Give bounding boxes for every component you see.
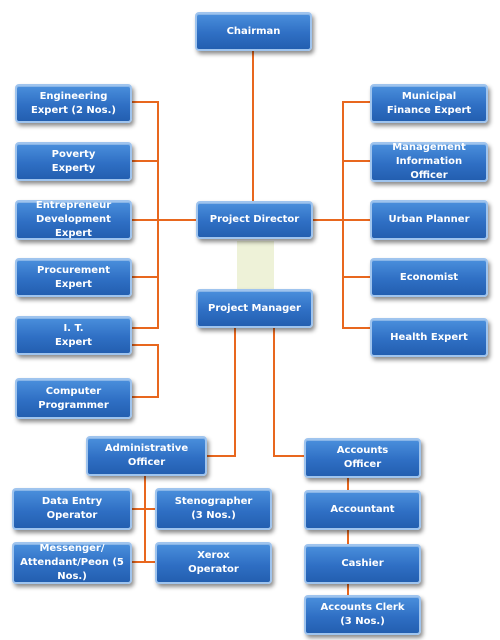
municipal-finance-expert-box: Municipal Finance Expert [370, 84, 488, 123]
accounts-officer-box: Accounts Officer [304, 438, 421, 478]
data-entry-operator-box: Data Entry Operator [12, 488, 132, 530]
entrepreneur-development-expert-box: Entrepreneur Development Expert [15, 200, 132, 240]
urban-planner-box: Urban Planner [370, 200, 488, 240]
poverty-expert-box: Poverty Experty [15, 142, 132, 181]
management-information-officer-box: Management Information Officer [370, 142, 488, 182]
it-expert-box: I. T. Expert [15, 316, 132, 355]
project-director-box: Project Director [196, 201, 313, 239]
messenger-attendant-peon-box: Messenger/ Attendant/Peon (5 Nos.) [12, 542, 132, 584]
engineering-expert-box: Engineering Expert (2 Nos.) [15, 84, 132, 123]
director-manager-band [237, 241, 274, 289]
xerox-operator-box: Xerox Operator [155, 542, 272, 584]
cashier-box: Cashier [304, 544, 421, 584]
computer-programmer-box: Computer Programmer [15, 378, 132, 419]
economist-box: Economist [370, 258, 488, 297]
chairman-box: Chairman [195, 12, 312, 51]
procurement-expert-box: Procurement Expert [15, 258, 132, 297]
accounts-clerk-box: Accounts Clerk (3 Nos.) [304, 595, 421, 635]
health-expert-box: Health Expert [370, 318, 488, 357]
accountant-box: Accountant [304, 490, 421, 530]
administrative-officer-box: Administrative Officer [86, 436, 207, 476]
project-manager-box: Project Manager [196, 289, 313, 328]
stenographer-box: Stenographer (3 Nos.) [155, 488, 272, 530]
